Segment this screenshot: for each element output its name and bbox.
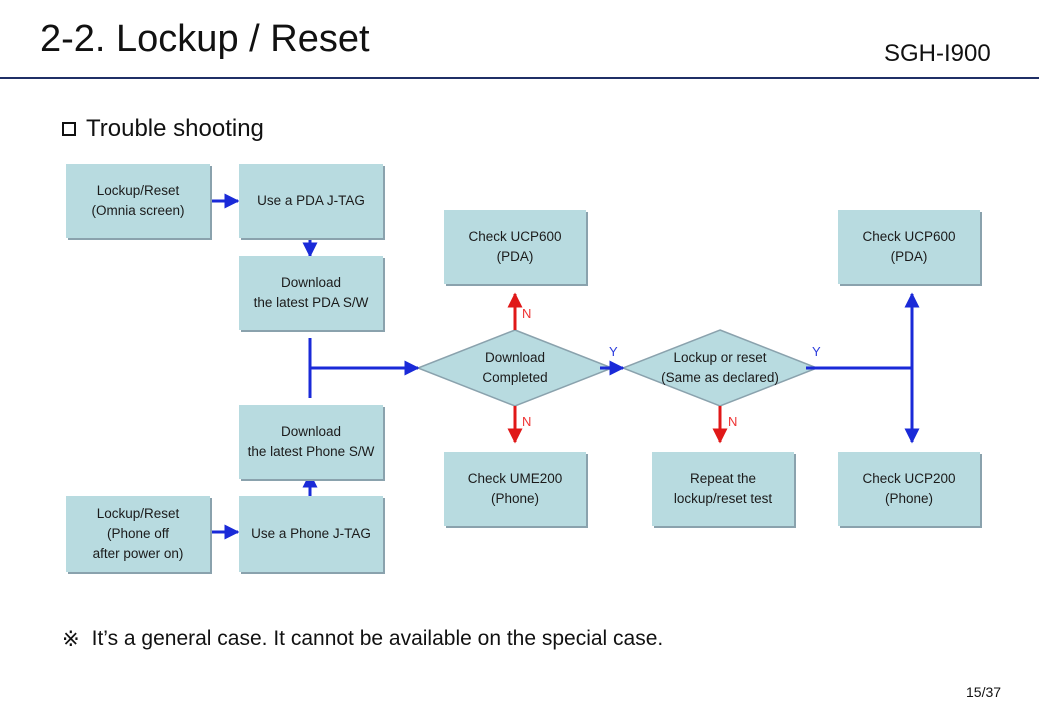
label-n-down-1: N <box>522 414 532 429</box>
page-title: 2-2. Lockup / Reset <box>40 18 370 60</box>
node-download-pda: Download the latest PDA S/W <box>239 256 383 330</box>
node-lockup-omnia: Lockup/Reset (Omnia screen) <box>66 164 210 238</box>
label-n-down-2: N <box>728 414 738 429</box>
label-y-1: Y <box>609 344 618 359</box>
footnote: ※ It’s a general case. It cannot be avai… <box>62 627 663 652</box>
node-check-ucp600-pda-right: Check UCP600 (PDA) <box>838 210 980 284</box>
label-y-2: Y <box>812 344 821 359</box>
page-number: 15/37 <box>966 684 1002 700</box>
section-header-text: Trouble shooting <box>86 115 264 142</box>
node-pda-jtag: Use a PDA J-TAG <box>239 164 383 238</box>
node-phone-jtag: Use a Phone J-TAG <box>239 496 383 572</box>
node-download-phone: Download the latest Phone S/W <box>239 405 383 479</box>
node-repeat-test: Repeat the lockup/reset test <box>652 452 794 526</box>
reference-mark-icon: ※ <box>62 628 80 651</box>
decision-download-completed-label: Download Completed <box>482 350 548 385</box>
node-lockup-phone-off: Lockup/Reset (Phone off after power on) <box>66 496 210 572</box>
title-divider <box>0 77 1039 79</box>
model-name: SGH-I900 <box>884 40 991 67</box>
node-check-ucp600-pda-left: Check UCP600 (PDA) <box>444 210 586 284</box>
label-n-up: N <box>522 306 532 321</box>
node-check-ume200: Check UME200 (Phone) <box>444 452 586 526</box>
decision-lockup-or-reset-label: Lockup or reset (Same as declared) <box>661 350 779 385</box>
section-header: Trouble shooting <box>62 115 264 143</box>
node-check-ucp200: Check UCP200 (Phone) <box>838 452 980 526</box>
square-bullet-icon <box>62 122 76 136</box>
footnote-text: It’s a general case. It cannot be availa… <box>91 627 664 650</box>
